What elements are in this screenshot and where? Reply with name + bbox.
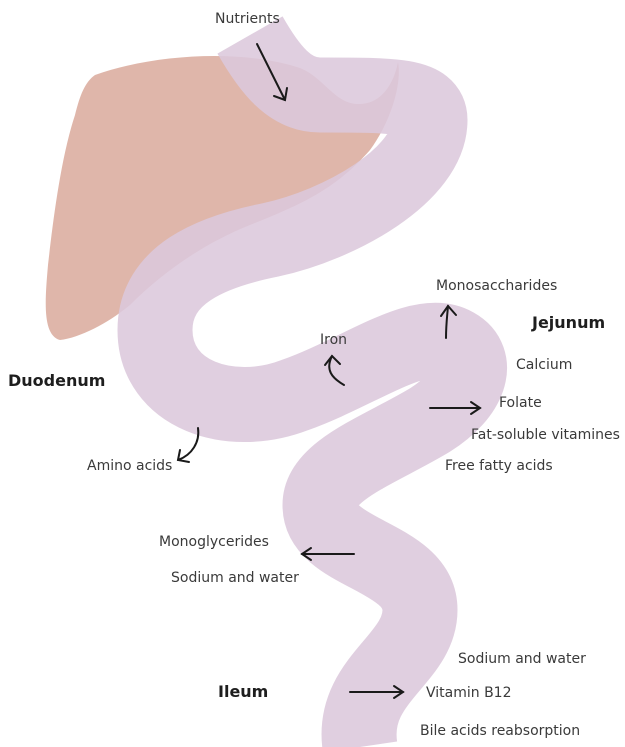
label-monosaccharides: Monosaccharides: [436, 279, 557, 293]
label-free-fatty-acids: Free fatty acids: [445, 459, 553, 473]
label-nutrients: Nutrients: [215, 12, 280, 26]
label-ileum: Ileum: [218, 684, 268, 700]
label-duodenum: Duodenum: [8, 373, 105, 389]
label-fat-soluble-vitamines: Fat-soluble vitamines: [471, 428, 620, 442]
label-bile-acids: Bile acids reabsorption: [420, 724, 580, 738]
label-iron: Iron: [320, 333, 347, 347]
label-amino-acids: Amino acids: [87, 459, 172, 473]
label-calcium: Calcium: [516, 358, 572, 372]
label-jejunum: Jejunum: [532, 315, 605, 331]
label-monoglycerides: Monoglycerides: [159, 535, 269, 549]
label-folate: Folate: [499, 396, 542, 410]
label-sodium-water-1: Sodium and water: [171, 571, 299, 585]
label-sodium-water-2: Sodium and water: [458, 652, 586, 666]
label-vitamin-b12: Vitamin B12: [426, 686, 512, 700]
